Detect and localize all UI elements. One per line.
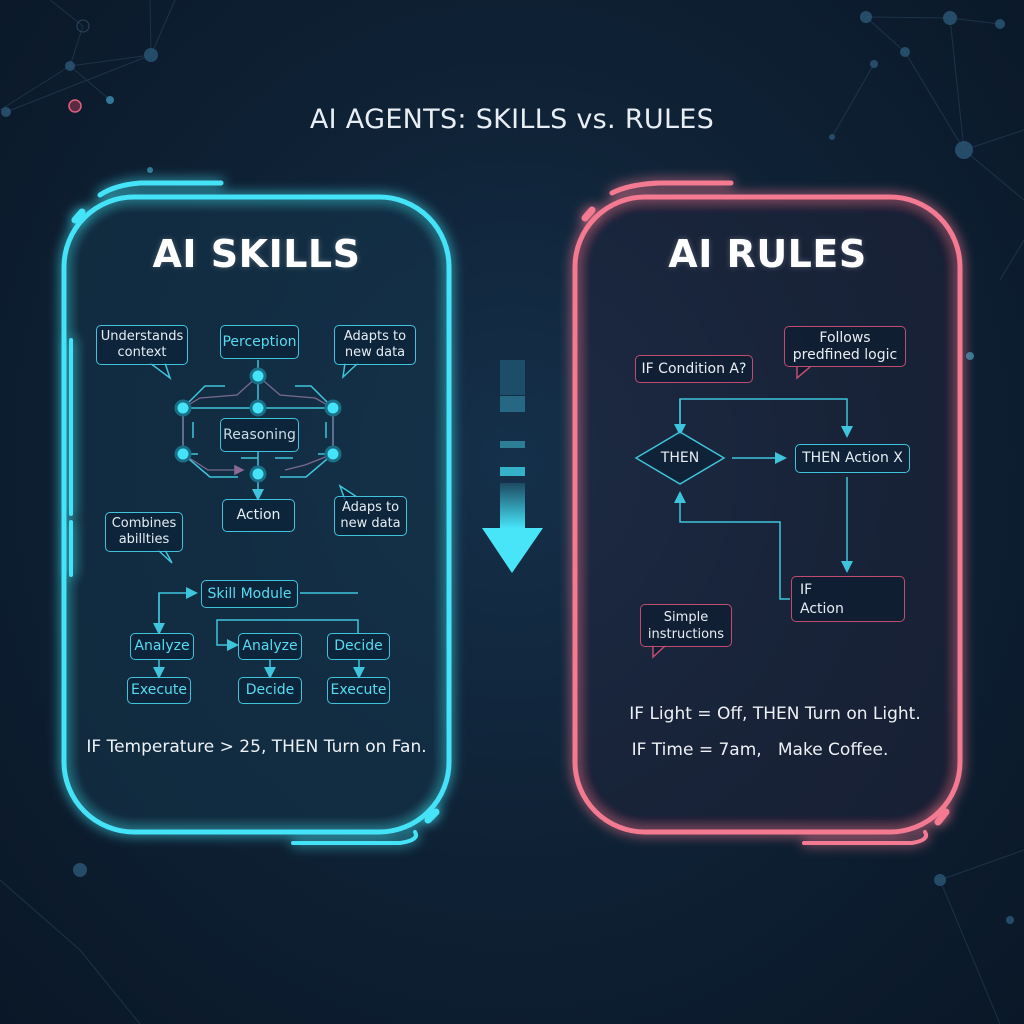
- bubble-understands-context: Understands context: [96, 325, 188, 365]
- skills-example-rule: IF Temperature > 25, THEN Turn on Fan.: [86, 737, 427, 757]
- action-node: Action: [222, 499, 295, 532]
- bubble-predefined-logic: Follows predfined logic: [784, 326, 906, 367]
- execute-box-3: Execute: [327, 677, 390, 704]
- bubble-combines-abilities: Combines abillties: [105, 512, 183, 552]
- perception-node: Perception: [220, 325, 299, 359]
- rules-example-1: IF Light = Off, THEN Turn on Light.: [629, 704, 921, 724]
- then-diamond-label: THEN: [660, 449, 700, 466]
- execute-box-1: Execute: [127, 677, 191, 704]
- rules-heading: AI RULES: [668, 232, 867, 276]
- rules-example-2: IF Time = 7am, Make Coffee.: [631, 740, 889, 760]
- then-action-x-box: THEN Action X: [795, 444, 910, 473]
- decide-box-2: Decide: [238, 677, 302, 704]
- reasoning-node: Reasoning: [220, 418, 299, 452]
- skills-heading: AI SKILLS: [152, 232, 361, 276]
- bubble-adapts-bottom: Adaps to new data: [334, 496, 407, 536]
- decide-box-3: Decide: [327, 633, 390, 660]
- bubble-simple-instructions: Simple instructions: [640, 604, 732, 647]
- page-title: AI AGENTS: SKILLS vs. RULES: [309, 104, 715, 135]
- skill-module-box: Skill Module: [201, 580, 298, 608]
- bubble-adapts-top: Adapts to new data: [334, 325, 416, 365]
- condition-box: IF Condition A?: [635, 355, 753, 383]
- analyze-box-1: Analyze: [130, 633, 194, 660]
- analyze-box-2: Analyze: [238, 633, 302, 660]
- if-action-box: IF Action: [791, 576, 905, 622]
